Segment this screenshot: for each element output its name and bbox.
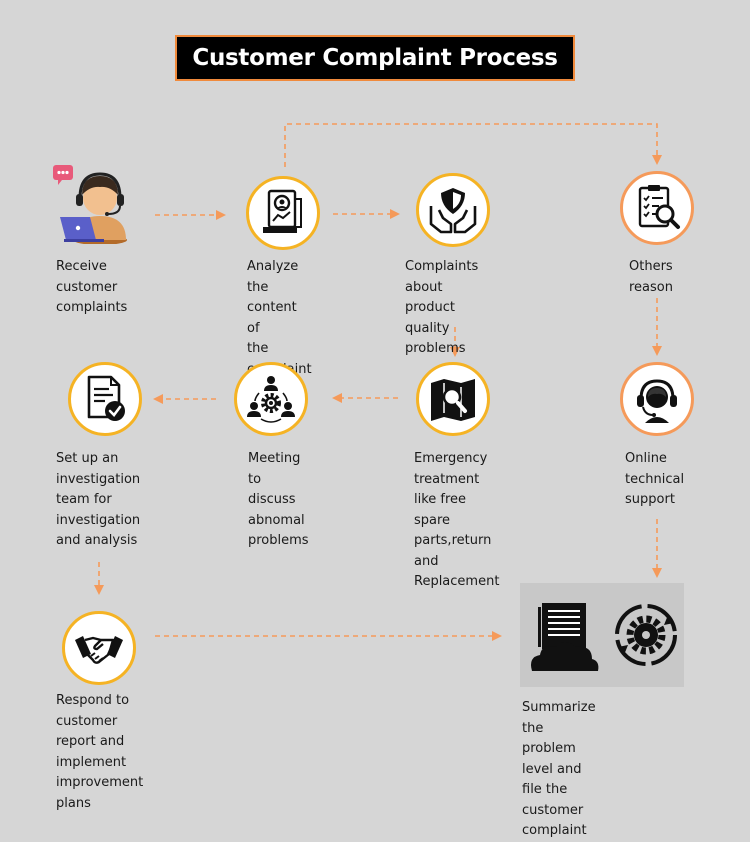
approved-document-icon	[87, 375, 125, 421]
checklist-search-icon	[638, 185, 680, 229]
handshake-icon	[75, 636, 123, 664]
step-summarize-label: Summarize the problem level and file the…	[522, 700, 596, 838]
step-analyze-label: Analyze the content of the complaint	[247, 259, 312, 377]
support-agent-icon	[53, 165, 127, 244]
step-online-support-label: Online technical support	[625, 451, 685, 507]
team-gear-icon	[247, 376, 295, 423]
summary-box	[520, 583, 684, 687]
step-receive-label: Receive customer complaints	[56, 259, 128, 315]
step-respond-label: Respond to customer report and implement…	[56, 693, 144, 811]
page-title: Customer Complaint Process	[192, 45, 558, 71]
step-others-label: Others reason	[629, 259, 673, 295]
map-search-icon	[431, 379, 475, 421]
shield-hands-icon	[429, 188, 477, 234]
title-box: Customer Complaint Process	[175, 35, 575, 81]
file-cloud-gear-icon	[531, 603, 677, 671]
arrow-analyze-others	[284, 123, 662, 167]
step-investigation-label: Set up an investigation team for investi…	[56, 451, 141, 548]
step-meeting-label: Meeting to discuss abnomal problems	[248, 451, 309, 548]
document-analysis-icon	[263, 189, 302, 233]
step-quality-label: Complaints about product quality problem…	[405, 259, 479, 356]
flow-arrows	[94, 123, 662, 641]
headset-icon	[637, 379, 677, 423]
step-emergency-label: Emergency treatment like free spare part…	[414, 451, 500, 589]
